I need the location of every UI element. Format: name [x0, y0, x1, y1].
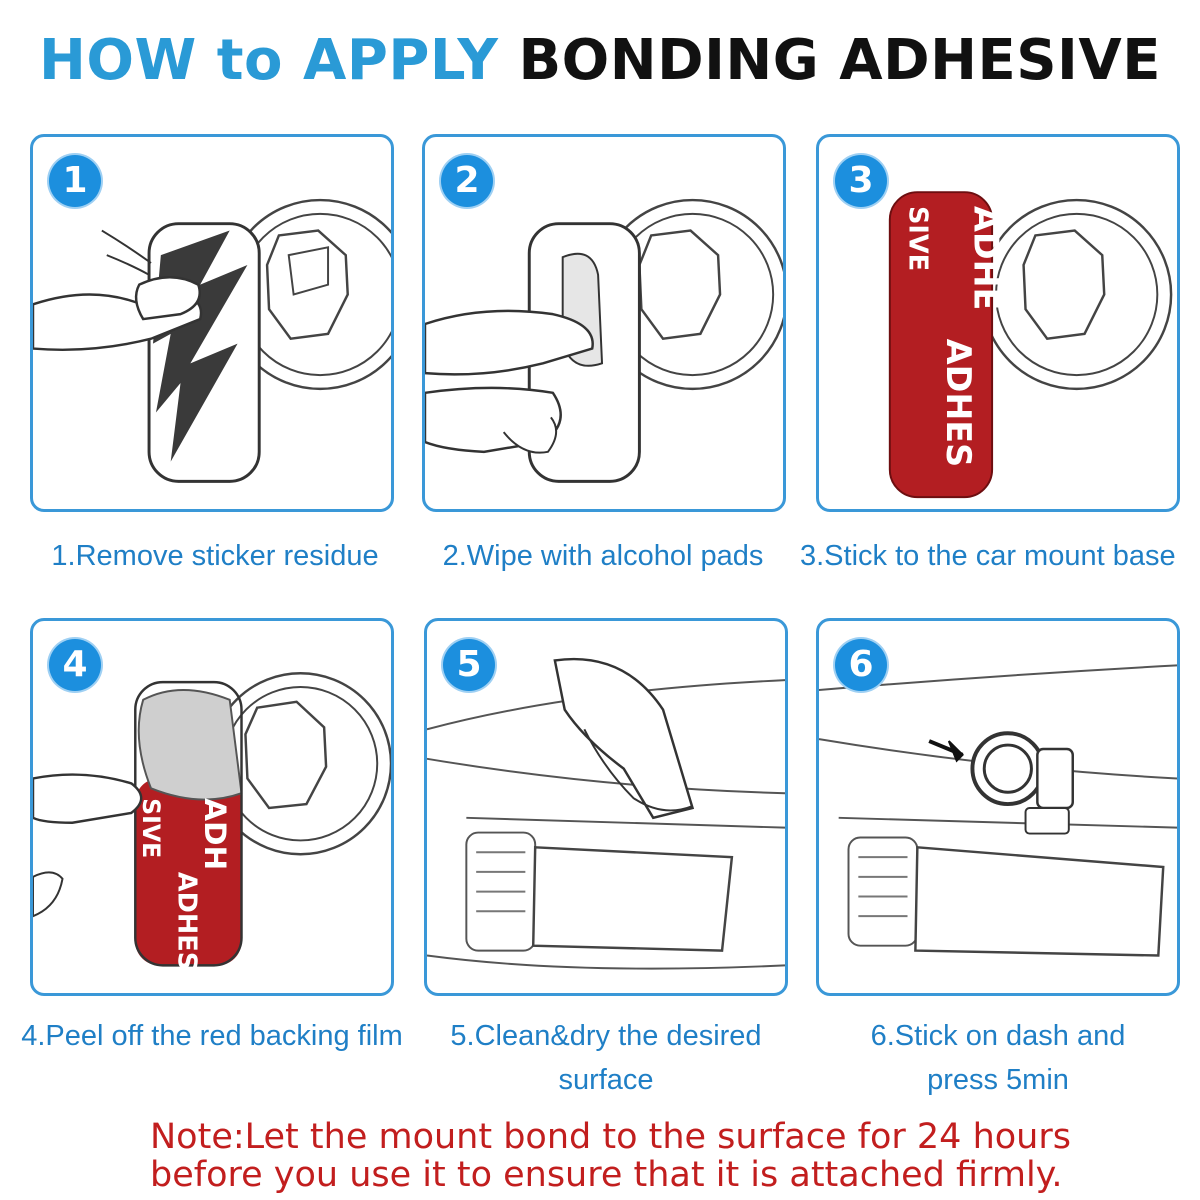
step-6-panel: 6: [816, 618, 1180, 996]
step-3-illustration: ADHE SIVE ADHES: [888, 191, 1173, 499]
note: Note:Let the mount bond to the surface f…: [150, 1118, 1150, 1194]
step-6-caption-line-1: 6.Stick on dash and: [870, 1020, 1126, 1052]
step-3-adhesive-label-1: ADHE: [966, 206, 1005, 310]
step-6-illustration: [819, 664, 1177, 957]
note-line-1: Note:Let the mount bond to the surface f…: [150, 1117, 1071, 1157]
step-2-caption: 2.Wipe with alcohol pads: [442, 540, 764, 572]
step-2-illustration: [425, 198, 783, 483]
step-1-illustration: [33, 198, 391, 483]
step-4-adhesive-label-3: ADHES: [172, 872, 202, 970]
step-4-illustration: ADH SIVE ADHES: [33, 672, 391, 970]
step-6-badge: 6: [835, 639, 887, 691]
step-5-badge: 5: [443, 639, 495, 691]
step-5-caption-line-2: surface: [558, 1064, 654, 1096]
step-5-panel: 5: [424, 618, 788, 996]
step-1-panel: 1: [30, 134, 394, 512]
step-3-adhesive-label-3: ADHES: [939, 339, 978, 467]
note-line-2: before you use it to ensure that it is a…: [150, 1155, 1063, 1195]
step-1-badge: 1: [49, 155, 101, 207]
step-1-caption: 1.Remove sticker residue: [51, 540, 379, 572]
step-3-badge: 3: [835, 155, 887, 207]
step-4-panel: ADH SIVE ADHES 4: [30, 618, 394, 996]
step-6-caption-line-2: press 5min: [927, 1064, 1069, 1096]
step-5-illustration: [427, 657, 785, 970]
step-2-panel: 2: [422, 134, 786, 512]
step-5-caption-line-1: 5.Clean&dry the desired: [450, 1020, 762, 1052]
step-4-adhesive-label-1: ADH: [198, 798, 232, 870]
step-4-adhesive-label-2: SIVE: [137, 798, 165, 858]
step-3-panel: ADHE SIVE ADHES 3: [816, 134, 1180, 512]
step-4-caption: 4.Peel off the red backing film: [21, 1020, 403, 1052]
step-3-adhesive-label-2: SIVE: [902, 206, 932, 271]
title-part-blue: HOW to APPLY: [39, 28, 499, 93]
step-4-badge: 4: [49, 639, 101, 691]
title-part-black: BONDING ADHESIVE: [518, 28, 1161, 93]
page-title: HOW to APPLY BONDING ADHESIVE: [0, 28, 1200, 93]
step-3-caption: 3.Stick to the car mount base: [800, 540, 1176, 572]
step-2-badge: 2: [441, 155, 493, 207]
